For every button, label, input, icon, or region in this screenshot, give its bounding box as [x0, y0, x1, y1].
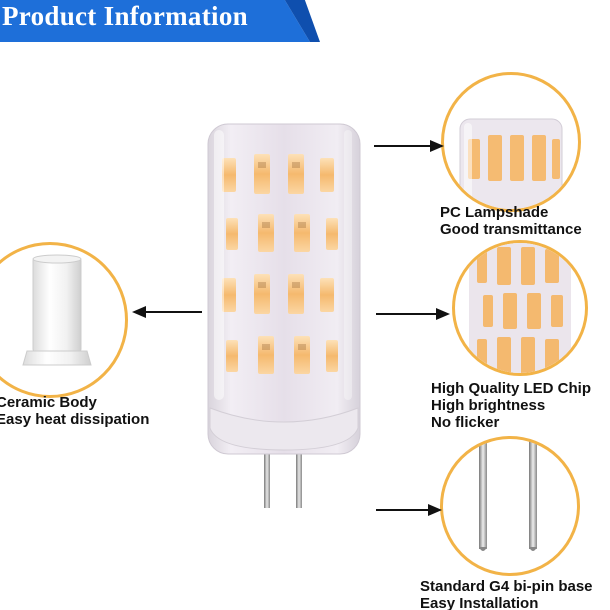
arrow-left-icon	[132, 306, 202, 318]
label-led-chip: High Quality LED Chip High brightness No…	[431, 380, 591, 431]
label-ceramic-line2: Easy heat dissipation	[0, 411, 150, 428]
g4-led-bulb-icon	[207, 123, 361, 508]
arrow-right-icon	[374, 140, 444, 152]
callout-led-chip	[452, 240, 588, 376]
arrow-right-icon	[376, 504, 442, 516]
label-ceramic-line1: Ceramic Body	[0, 394, 97, 411]
label-led-chip-line1: High Quality LED Chip	[431, 380, 591, 397]
banner-title: Product Information	[2, 1, 248, 31]
label-base-line2: Easy Installation	[420, 595, 539, 610]
title-banner: Product Information	[0, 0, 320, 42]
label-lampshade: PC Lampshade Good transmittance	[440, 204, 582, 238]
callout-ceramic-body	[0, 242, 128, 398]
callout-lampshade	[441, 72, 581, 212]
label-base: Standard G4 bi-pin base Easy Installatio…	[420, 578, 593, 610]
label-led-chip-line3: No flicker	[431, 414, 500, 431]
label-lampshade-line1: PC Lampshade	[440, 204, 549, 221]
lampshade-closeup-icon	[459, 118, 563, 209]
label-base-line1: Standard G4 bi-pin base	[420, 578, 593, 595]
label-ceramic: Ceramic Body Easy heat dissipation	[0, 394, 149, 428]
ceramic-body-closeup-icon	[22, 254, 92, 366]
label-led-chip-line2: High brightness	[431, 397, 546, 414]
led-chip-closeup-icon	[469, 243, 571, 373]
callout-base-pins	[440, 436, 580, 576]
bi-pin-closeup-icon	[479, 439, 537, 551]
label-lampshade-line2: Good transmittance	[440, 221, 582, 238]
arrow-right-icon	[376, 308, 450, 320]
banner-shape-icon	[0, 0, 320, 42]
